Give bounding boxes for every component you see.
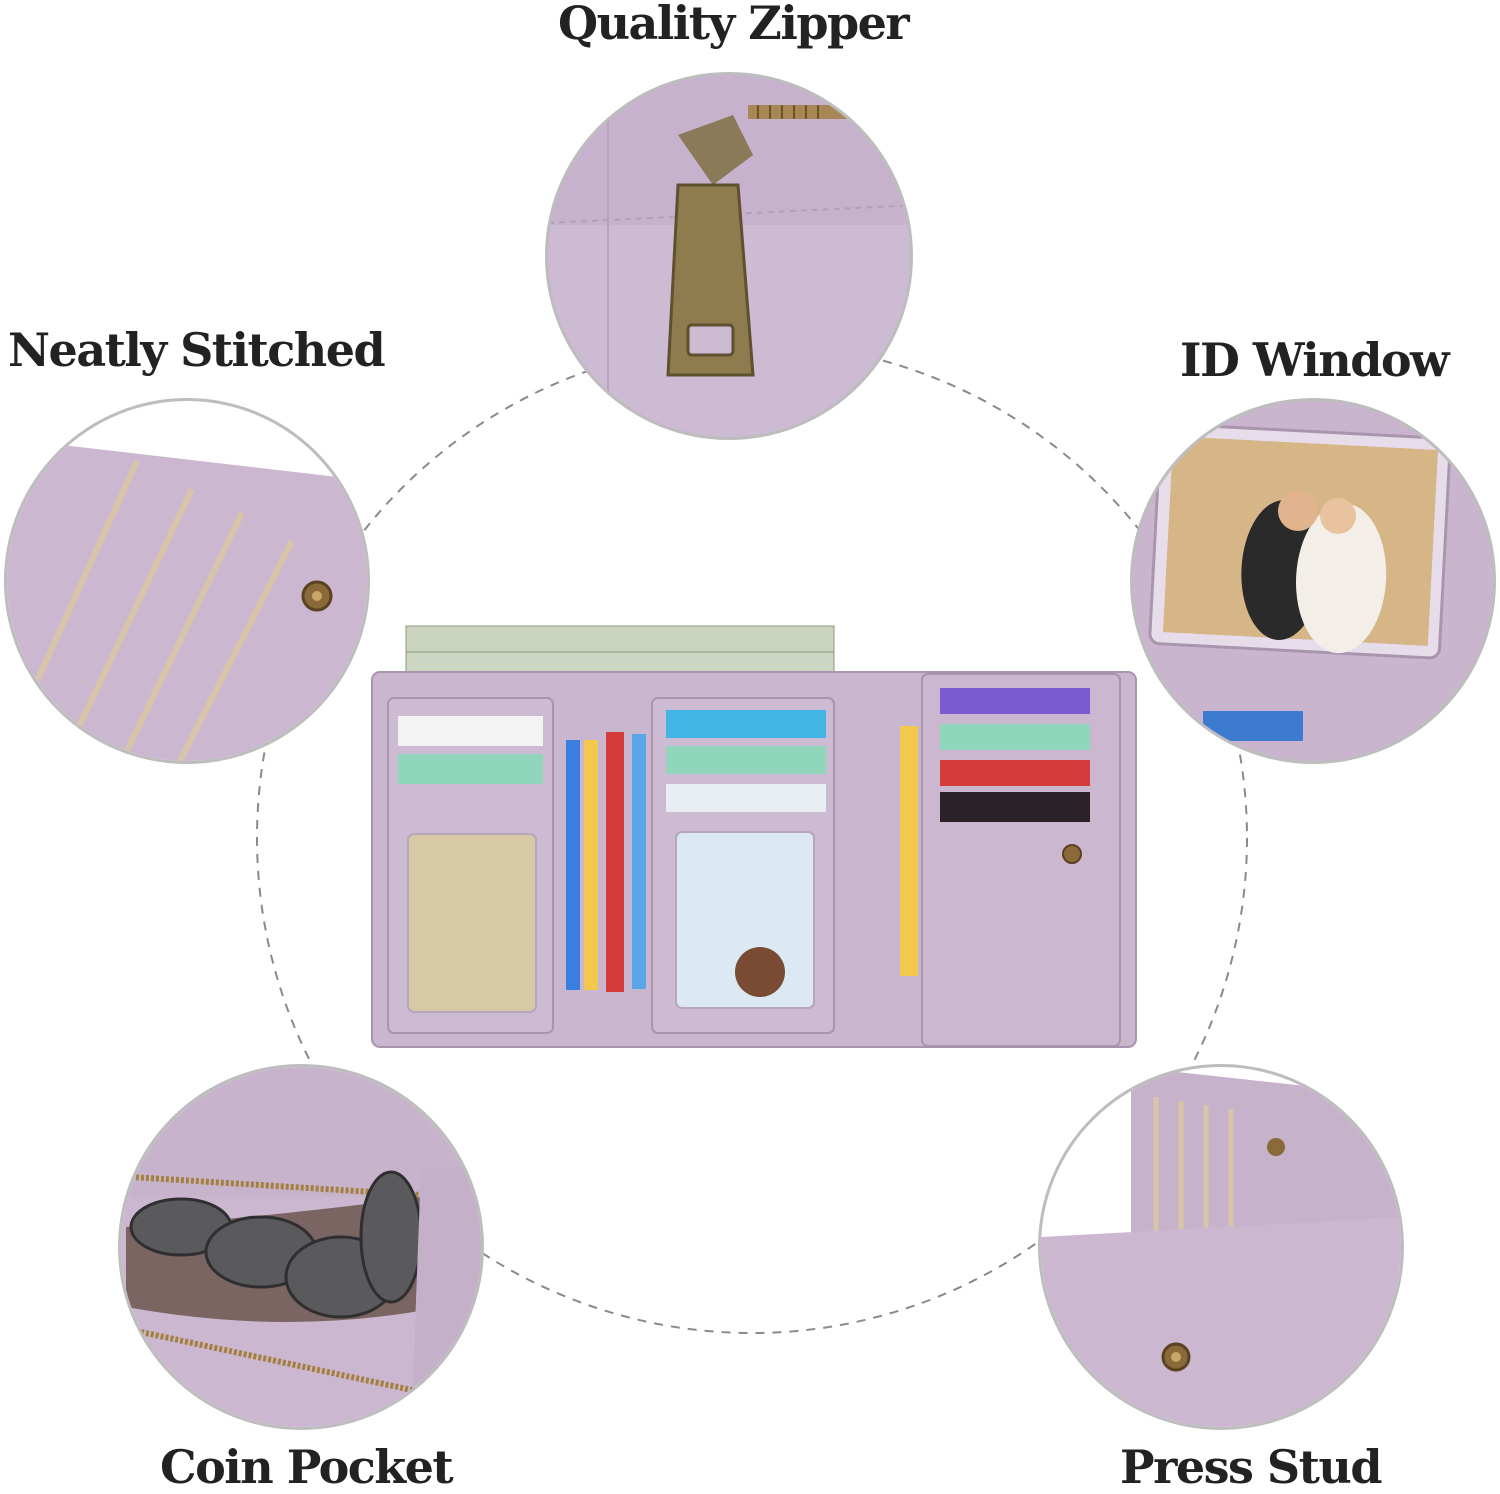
label-quality-zipper: Quality Zipper xyxy=(558,0,910,50)
label-neatly-stitched: Neatly Stitched xyxy=(8,323,386,377)
press-stud-detail-image xyxy=(1038,1064,1404,1430)
wallet-main-image xyxy=(370,622,1138,1052)
coin-pocket-detail-image xyxy=(118,1064,484,1430)
zipper-detail-image xyxy=(545,72,913,440)
label-id-window: ID Window xyxy=(1180,333,1450,387)
label-press-stud: Press Stud xyxy=(1120,1440,1382,1494)
stitched-slots-detail-image xyxy=(4,398,370,764)
id-window-detail-image xyxy=(1130,398,1496,764)
label-coin-pocket: Coin Pocket xyxy=(160,1440,454,1494)
